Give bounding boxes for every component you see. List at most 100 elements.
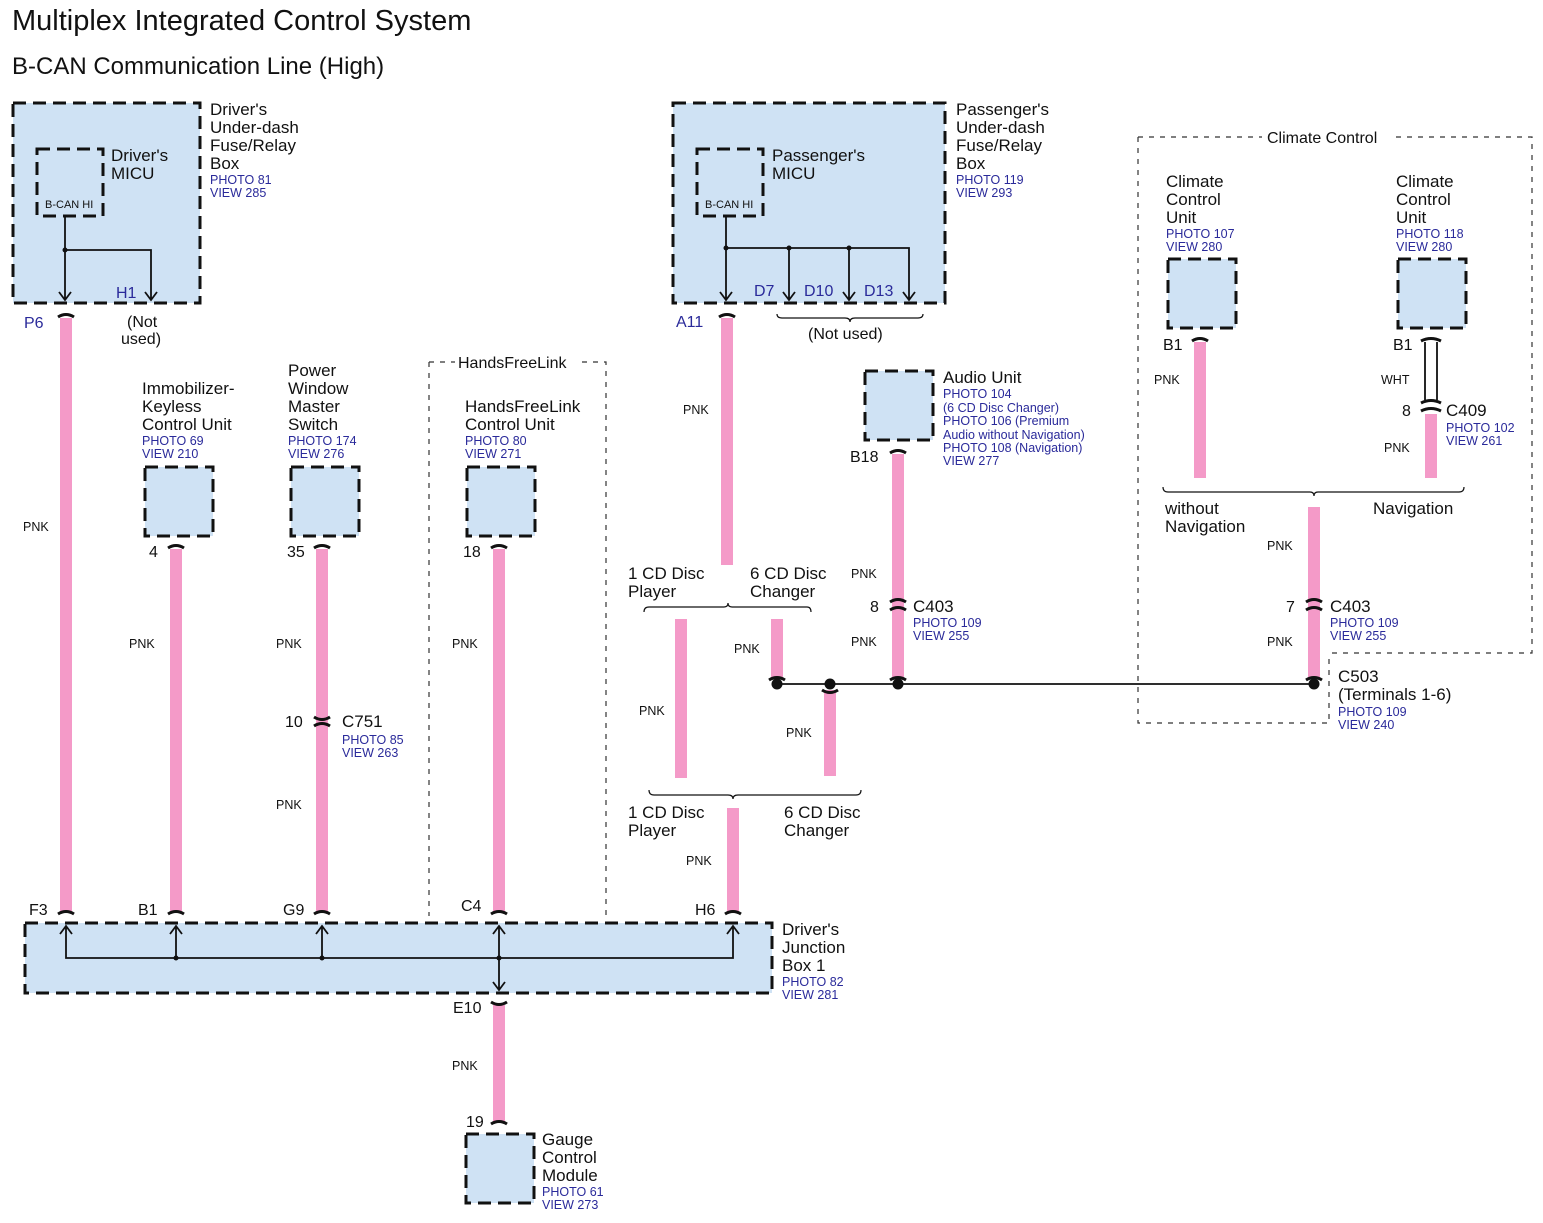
connector-c503: C503 (Terminals 1-6) PHOTO 109 VIEW 240: [1338, 667, 1451, 732]
svg-text:D7: D7: [754, 283, 775, 300]
svg-text:B18: B18: [850, 449, 879, 466]
svg-text:Under-dash: Under-dash: [210, 118, 299, 137]
handsfreelink-control-unit: HandsFreeLink Control Unit PHOTO 80 VIEW…: [463, 397, 581, 561]
power-window-master-switch: Power Window Master Switch PHOTO 174 VIE…: [287, 361, 361, 561]
svg-text:Box 1: Box 1: [782, 956, 825, 975]
splice-dot: [771, 678, 783, 690]
svg-text:PHOTO 82: PHOTO 82: [782, 975, 844, 989]
svg-text:PNK: PNK: [1267, 635, 1293, 649]
svg-text:PHOTO 108 (Navigation): PHOTO 108 (Navigation): [943, 441, 1082, 455]
svg-text:PNK: PNK: [734, 642, 760, 656]
drivers-micu-terminal: B-CAN HI: [45, 199, 93, 211]
svg-text:B1: B1: [1393, 337, 1413, 354]
climate-group-outline: [1137, 136, 1533, 724]
climate-option-brace: without Navigation Navigation: [1162, 486, 1465, 536]
pin-h6: H6: [695, 902, 716, 919]
pin-p6: P6: [24, 315, 44, 332]
svg-text:WHT: WHT: [1381, 373, 1410, 387]
pnk-wires: [60, 318, 1437, 1122]
svg-text:VIEW 273: VIEW 273: [542, 1198, 598, 1212]
svg-text:Junction: Junction: [782, 938, 845, 957]
svg-text:Changer: Changer: [784, 821, 850, 840]
svg-text:Gauge: Gauge: [542, 1130, 593, 1149]
page-subtitle: B-CAN Communication Line (High): [12, 53, 384, 80]
svg-text:Immobilizer-: Immobilizer-: [142, 379, 235, 398]
svg-text:Box: Box: [956, 154, 986, 173]
svg-text:PNK: PNK: [276, 637, 302, 651]
svg-text:Control: Control: [542, 1148, 597, 1167]
svg-text:D10: D10: [804, 283, 833, 300]
svg-text:Driver's: Driver's: [210, 100, 267, 119]
svg-text:Fuse/Relay: Fuse/Relay: [210, 136, 296, 155]
svg-text:PNK: PNK: [452, 637, 478, 651]
svg-text:Changer: Changer: [750, 582, 816, 601]
svg-text:Unit: Unit: [1166, 208, 1197, 227]
handsfreelink-group-label: HandsFreeLink: [458, 355, 568, 372]
svg-text:VIEW 261: VIEW 261: [1446, 434, 1502, 448]
splice-dot: [892, 678, 904, 690]
gauge-control-module: 19 Gauge Control Module PHOTO 61 VIEW 27…: [464, 1114, 604, 1212]
passengers-fuse-box: B-CAN HI Passenger's MICU Passenger's Un…: [671, 100, 1049, 305]
pin-e10: E10: [453, 1000, 482, 1017]
svg-text:Passenger's: Passenger's: [772, 146, 865, 165]
svg-text:PHOTO 61: PHOTO 61: [542, 1185, 604, 1199]
svg-text:Navigation: Navigation: [1165, 517, 1245, 536]
svg-text:PNK: PNK: [129, 637, 155, 651]
svg-text:4: 4: [149, 544, 158, 561]
svg-text:PNK: PNK: [276, 798, 302, 812]
svg-text:MICU: MICU: [772, 164, 815, 183]
page-title: Multiplex Integrated Control System: [12, 5, 471, 37]
svg-text:10: 10: [285, 714, 303, 731]
splice-dot: [1308, 678, 1320, 690]
svg-text:PHOTO 80: PHOTO 80: [465, 434, 527, 448]
svg-text:6 CD Disc: 6 CD Disc: [750, 564, 827, 583]
climate-control-unit-nav: Climate Control Unit PHOTO 118 VIEW 280 …: [1393, 172, 1468, 354]
connector-c751: 10 C751 PHOTO 85 VIEW 263: [285, 712, 404, 760]
svg-text:VIEW 277: VIEW 277: [943, 454, 999, 468]
svg-text:PNK: PNK: [683, 403, 709, 417]
svg-text:C503: C503: [1338, 667, 1379, 686]
svg-text:18: 18: [463, 544, 481, 561]
svg-text:VIEW 210: VIEW 210: [142, 447, 198, 461]
audio-option-brace-bottom: 1 CD Disc Player 6 CD Disc Changer: [628, 789, 862, 840]
drivers-fuse-box: B-CAN HI Driver's MICU Driver's Under-da…: [11, 100, 299, 305]
svg-text:Control Unit: Control Unit: [142, 415, 232, 434]
svg-text:PHOTO 109: PHOTO 109: [1338, 705, 1407, 719]
svg-text:Control: Control: [1166, 190, 1221, 209]
svg-text:Switch: Switch: [288, 415, 338, 434]
wht-wire: [1424, 342, 1438, 400]
svg-text:(6 CD Disc Changer): (6 CD Disc Changer): [943, 401, 1059, 415]
pin-b1: B1: [138, 902, 158, 919]
svg-text:PHOTO 81: PHOTO 81: [210, 173, 272, 187]
svg-text:PHOTO 118: PHOTO 118: [1396, 227, 1464, 241]
svg-text:B1: B1: [1163, 337, 1183, 354]
svg-text:Keyless: Keyless: [142, 397, 202, 416]
svg-text:Under-dash: Under-dash: [956, 118, 1045, 137]
svg-text:PHOTO 119: PHOTO 119: [956, 173, 1024, 187]
wire-color-labels: PNK PNK PNK PNK PNK PNK PNK PNK PNK PNK …: [23, 373, 1410, 1073]
svg-text:D13: D13: [864, 283, 893, 300]
svg-text:without: without: [1164, 499, 1219, 518]
pin-f3: F3: [29, 902, 48, 919]
svg-text:(Not used): (Not used): [808, 326, 883, 343]
svg-text:PNK: PNK: [23, 520, 49, 534]
svg-text:Player: Player: [628, 582, 677, 601]
svg-text:VIEW 263: VIEW 263: [342, 746, 398, 760]
svg-text:Climate: Climate: [1396, 172, 1454, 191]
connector-c409: 8 C409 PHOTO 102 VIEW 261: [1402, 401, 1515, 448]
svg-text:VIEW 281: VIEW 281: [782, 988, 838, 1002]
connector-c403-audio: 8 C403 PHOTO 109 VIEW 255: [870, 597, 982, 643]
svg-text:Window: Window: [288, 379, 349, 398]
pin-a11: A11: [676, 314, 703, 331]
svg-text:HandsFreeLink: HandsFreeLink: [465, 397, 581, 416]
svg-text:Passenger's: Passenger's: [956, 100, 1049, 119]
climate-group-label: Climate Control: [1267, 130, 1377, 147]
drivers-junction-box: Driver's Junction Box 1 PHOTO 82 VIEW 28…: [23, 920, 845, 1002]
svg-text:PHOTO 69: PHOTO 69: [142, 434, 204, 448]
svg-text:VIEW 285: VIEW 285: [210, 186, 266, 200]
svg-text:C403: C403: [1330, 597, 1371, 616]
svg-text:PNK: PNK: [1384, 441, 1410, 455]
svg-text:PHOTO 174: PHOTO 174: [288, 434, 357, 448]
immobilizer-control-unit: Immobilizer- Keyless Control Unit PHOTO …: [142, 379, 235, 561]
